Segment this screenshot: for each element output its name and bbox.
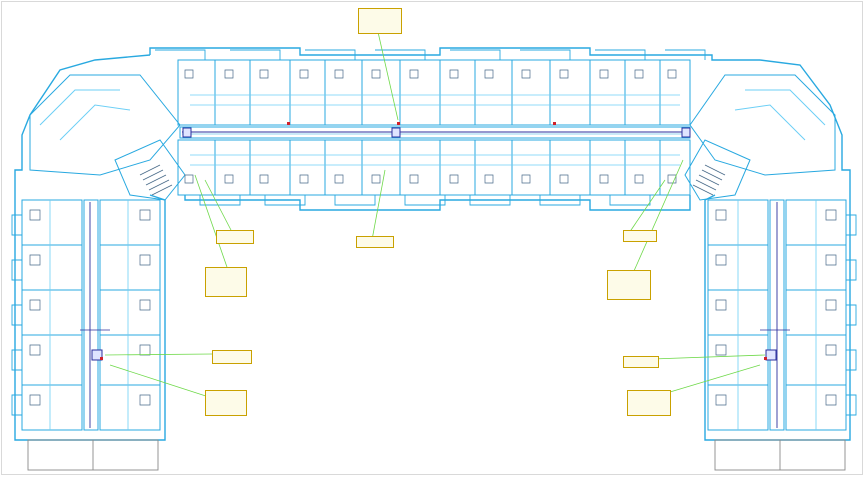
furniture bbox=[29, 69, 837, 406]
left-wing-rooms bbox=[11, 199, 161, 431]
annotation-note-center bbox=[356, 236, 394, 248]
right-corner-block bbox=[684, 74, 836, 201]
annotation-note-left-4 bbox=[205, 390, 247, 416]
top-wing-rooms bbox=[155, 49, 706, 206]
annotation-note-right-1 bbox=[623, 230, 657, 242]
leader-lines bbox=[104, 31, 766, 399]
top-corridor bbox=[179, 126, 691, 139]
annotation-note-left-2 bbox=[205, 267, 247, 297]
left-corner-block bbox=[29, 74, 186, 201]
annotation-note-right-2 bbox=[607, 270, 651, 300]
right-wing-rooms bbox=[707, 199, 857, 431]
red-markers bbox=[100, 122, 767, 360]
annotation-note-left-3 bbox=[212, 350, 252, 364]
right-annex bbox=[714, 439, 846, 471]
annotation-note-right-3 bbox=[623, 356, 659, 368]
annotation-note-top bbox=[358, 8, 402, 34]
annotation-note-right-4 bbox=[627, 390, 671, 416]
building-outline bbox=[14, 47, 851, 441]
annotation-note-left-1 bbox=[216, 230, 254, 244]
left-corridor bbox=[80, 199, 110, 431]
left-annex bbox=[27, 439, 159, 471]
right-corridor bbox=[760, 199, 790, 431]
